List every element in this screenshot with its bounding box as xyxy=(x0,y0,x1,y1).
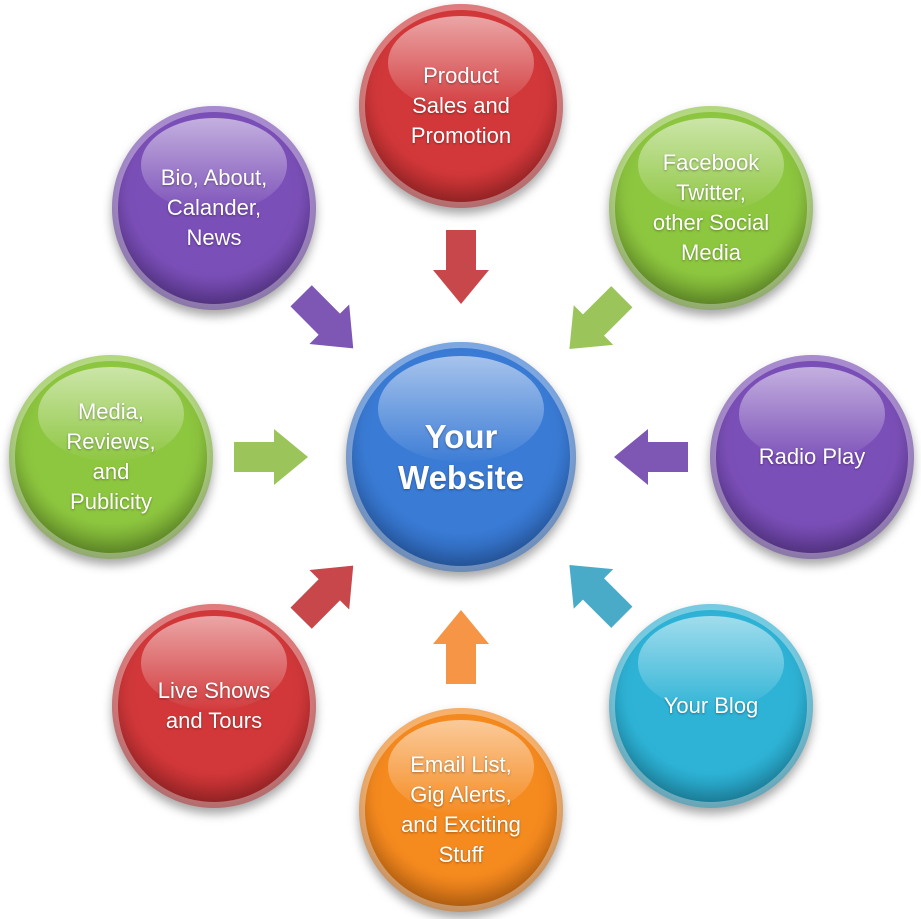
node-radio-play: Radio Play xyxy=(710,355,914,559)
node-media-reviews: Media, Reviews, and Publicity xyxy=(9,355,213,559)
arrow-from-social-media xyxy=(569,286,633,350)
node-label: Facebook Twitter, other Social Media xyxy=(652,150,770,265)
arrow-from-media-reviews xyxy=(234,429,308,485)
node-label: Email List, Gig Alerts, and Exciting Stu… xyxy=(401,752,521,867)
arrow-shape xyxy=(614,429,688,485)
node-label: Your Blog xyxy=(663,693,759,718)
node-email-list: Email List, Gig Alerts, and Exciting Stu… xyxy=(359,708,563,912)
center-node-label: Your Website xyxy=(398,418,524,496)
node-label: Media, Reviews, and Publicity xyxy=(66,399,156,514)
node-label: Live Shows and Tours xyxy=(157,678,271,733)
arrow-from-bio-about xyxy=(290,285,354,349)
arrow-from-live-shows xyxy=(290,565,354,629)
arrow-shape xyxy=(569,286,633,350)
node-live-shows: Live Shows and Tours xyxy=(112,604,316,808)
arrow-shape xyxy=(290,285,354,349)
arrow-from-radio-play xyxy=(614,429,688,485)
arrow-shape xyxy=(569,564,633,628)
node-product-sales: Product Sales and Promotion xyxy=(359,4,563,208)
arrow-from-your-blog xyxy=(569,564,633,628)
node-your-blog: Your Blog xyxy=(609,604,813,808)
arrow-shape xyxy=(290,565,354,629)
node-label: Bio, About, Calander, News xyxy=(160,165,268,250)
node-label: Product Sales and Promotion xyxy=(410,63,512,148)
center-node-your-website: Your Website xyxy=(346,342,576,572)
arrow-shape xyxy=(433,230,489,304)
node-label: Radio Play xyxy=(758,444,866,469)
arrow-from-product-sales xyxy=(433,230,489,304)
arrow-shape xyxy=(433,610,489,684)
node-bio-about: Bio, About, Calander, News xyxy=(112,106,316,310)
node-social-media: Facebook Twitter, other Social Media xyxy=(609,106,813,310)
arrow-from-email-list xyxy=(433,610,489,684)
arrow-shape xyxy=(234,429,308,485)
